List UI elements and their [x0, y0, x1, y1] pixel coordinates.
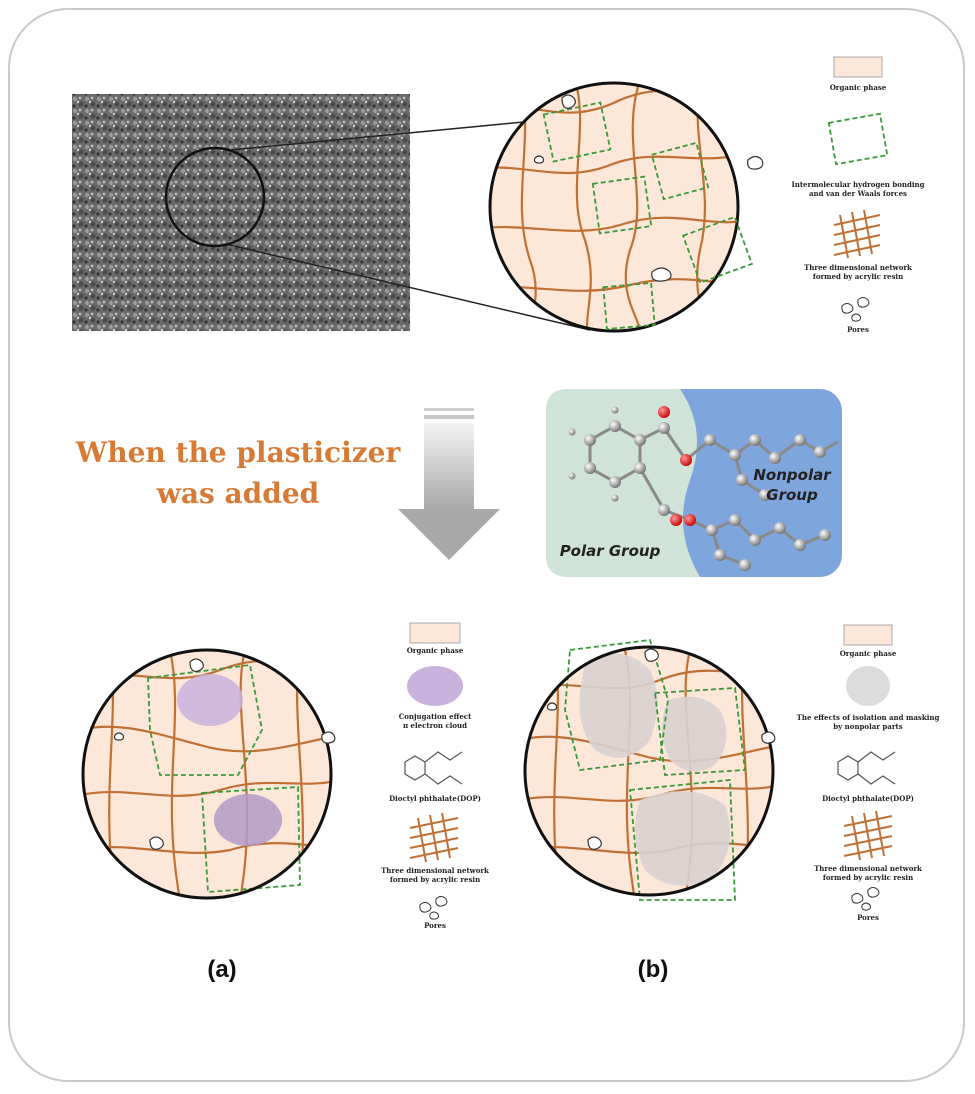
legend-b-dop-swatch: [837, 751, 896, 785]
legend-b: Organic phase The effects of isolation a…: [797, 624, 940, 922]
polar-group-label: Polar Group: [560, 542, 661, 560]
legend-top-hbond-label-2: and van der Waals forces: [809, 189, 907, 198]
down-arrow: [398, 408, 500, 560]
legend-top-organic-swatch: [833, 56, 883, 78]
legend-b-iso-label-2: by nonpolar parts: [833, 722, 902, 731]
nonpolar-group-label-2: Group: [766, 486, 818, 504]
panel-label-a: (a): [207, 956, 236, 983]
structure-circle-a: [81, 648, 336, 900]
legend-a-organic-swatch: [409, 622, 461, 644]
legend-b-pores-label: Pores: [857, 913, 879, 922]
legend-top-network-label-1: Three dimensional network: [804, 263, 912, 272]
legend-b-network-swatch: [843, 810, 893, 861]
legend-top: Organic phase Intermolecular hydrogen bo…: [791, 56, 925, 334]
legend-a-dop-label: Dioctyl phthalate(DOP): [389, 794, 481, 803]
headline-line-1: When the plasticizer: [75, 436, 402, 469]
zoom-line-bottom: [229, 244, 591, 331]
polar-region: [546, 389, 700, 577]
panel-label-b: (b): [638, 956, 669, 983]
legend-a-conj-label-2: π electron cloud: [403, 721, 467, 730]
legend-top-network-label-2: formed by acrylic resin: [813, 272, 903, 281]
legend-top-hbond-swatch: [827, 112, 889, 166]
legend-b-dop-label: Dioctyl phthalate(DOP): [822, 794, 914, 803]
legend-b-pores-swatch: [851, 887, 880, 911]
legend-a-conjugation-swatch: [407, 666, 463, 706]
nonpolar-group-label-1: Nonpolar: [753, 466, 832, 484]
legend-a-network-swatch: [409, 812, 459, 863]
legend-a-conj-label-1: Conjugation effect: [399, 712, 472, 721]
zoom-circle: [164, 146, 266, 248]
magnified-structure-top: [488, 81, 764, 333]
sem-micrograph: [72, 94, 410, 331]
conjugation-cloud-2: [214, 794, 282, 846]
legend-b-organic-swatch: [843, 624, 893, 646]
legend-b-network-label-1: Three dimensional network: [814, 864, 922, 873]
legend-top-pores-label: Pores: [847, 325, 869, 334]
legend-a-network-label-1: Three dimensional network: [381, 866, 489, 875]
headline-line-2: was added: [156, 477, 319, 510]
legend-top-organic-label: Organic phase: [830, 83, 887, 92]
legend-a: Organic phase Conjugation effect π elect…: [381, 622, 489, 930]
legend-b-network-label-2: formed by acrylic resin: [823, 873, 913, 882]
legend-a-network-label-2: formed by acrylic resin: [390, 875, 480, 884]
isolation-region-3: [635, 791, 730, 886]
isolation-region-2: [661, 696, 727, 772]
conjugation-cloud-1: [177, 674, 243, 726]
structure-circle-b: [523, 639, 776, 901]
legend-a-pores-swatch: [419, 896, 448, 920]
legend-b-organic-label: Organic phase: [840, 649, 897, 658]
isolation-region-1: [579, 653, 658, 758]
dop-molecule-panel: Polar Group Nonpolar Group: [546, 389, 842, 577]
legend-a-dop-swatch: [404, 751, 463, 785]
legend-b-isolation-swatch: [846, 666, 890, 706]
legend-top-pores-swatch: [841, 297, 870, 322]
zoom-line-top: [229, 119, 546, 151]
legend-top-hbond-label-1: Intermolecular hydrogen bonding: [791, 180, 924, 189]
legend-a-pores-label: Pores: [424, 921, 446, 930]
legend-top-network-swatch: [833, 209, 881, 259]
legend-a-organic-label: Organic phase: [407, 646, 464, 655]
legend-b-iso-label-1: The effects of isolation and masking: [797, 713, 940, 722]
